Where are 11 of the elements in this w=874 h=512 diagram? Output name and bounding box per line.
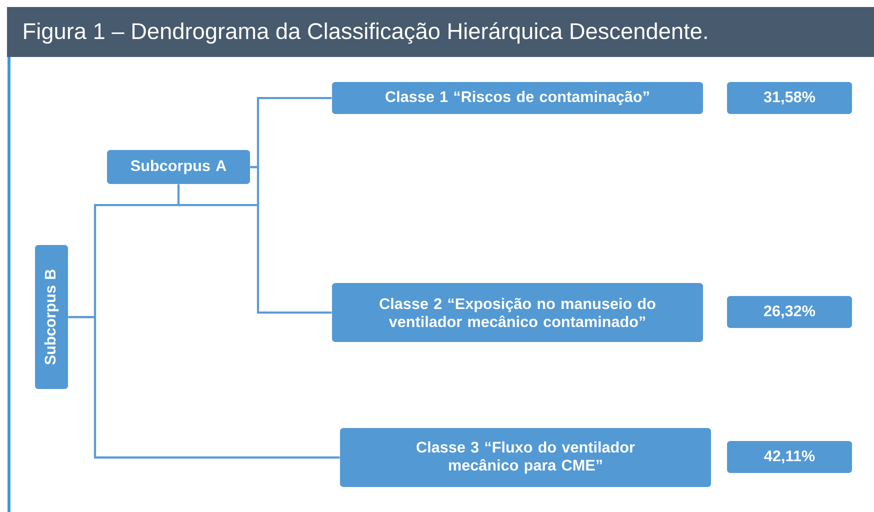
class-box: Classe 1 “Riscos de contaminação” bbox=[332, 82, 703, 114]
class-box: Classe 3 “Fluxo do ventilador mecânico para CME” bbox=[340, 428, 711, 487]
percentage-box: 42,11% bbox=[727, 441, 852, 473]
percentage-box: 26,32% bbox=[727, 296, 852, 328]
percentage-box: 31,58% bbox=[727, 82, 852, 114]
class-box: Classe 2 “Exposição no manuseio do ventilador mecânico contaminado” bbox=[332, 283, 703, 342]
title-bar: Figura 1 – Dendrograma da Classificação Hierárquica Descendente. bbox=[7, 7, 874, 57]
dendrogram-branch bbox=[68, 316, 340, 459]
group-box: Subcorpus A bbox=[107, 150, 250, 184]
group-box: Subcorpus B bbox=[35, 245, 68, 389]
dendrogram-branch bbox=[250, 166, 332, 314]
